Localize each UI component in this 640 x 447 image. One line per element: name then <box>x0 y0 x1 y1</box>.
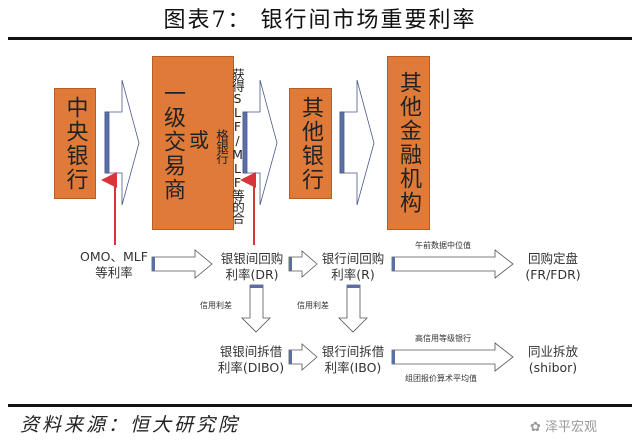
wechat-icon: ✿ <box>530 420 546 435</box>
high-credit-label: 高信用等级银行 <box>415 334 471 343</box>
omo-line1: OMO、MLF <box>80 249 148 264</box>
central-bank-box: 中央银行 <box>54 88 96 199</box>
arrow-ibo-shibor <box>391 342 514 372</box>
shibor-line2: (shibor) <box>528 360 578 375</box>
arrow-dr-dibo <box>241 284 271 333</box>
credit-spread-label-1: 信用利差 <box>200 301 232 310</box>
arrow-r-ibo <box>338 284 368 333</box>
top-rule <box>8 37 632 40</box>
primary-dealer-label: 一级交易商 <box>160 82 185 202</box>
dr-rate: 银银间回购利率(DR) <box>214 251 290 283</box>
block-arrow-2 <box>242 79 278 206</box>
logo-text: 泽平宏观 <box>545 420 598 435</box>
watermark-logo: ✿ 泽平宏观 <box>530 416 597 435</box>
source-note: 资料来源：恒大研究院 <box>20 414 241 436</box>
or-label: 或 <box>189 128 211 152</box>
dr-line1: 银银间回购 <box>220 251 284 266</box>
fr-line2: (FR/FDR) <box>525 267 581 282</box>
dibo-rate: 银银间拆借利率(DIBO) <box>212 344 290 376</box>
shibor-line1: 同业拆放 <box>527 344 578 359</box>
other-banks-box: 其他银行 <box>289 88 332 199</box>
median-label: 午前数据中位值 <box>415 241 471 250</box>
r-line1: 银行间回购 <box>321 251 385 266</box>
fr-line1: 回购定盘 <box>527 251 578 266</box>
r-line2: 利率(R) <box>331 267 375 282</box>
other-banks-label: 其他银行 <box>298 95 323 192</box>
block-arrow-1 <box>104 79 140 206</box>
fr-rate: 回购定盘(FR/FDR) <box>515 251 591 283</box>
dr-line2: 利率(DR) <box>225 267 279 282</box>
other-fi-box: 其他金融机构 <box>387 56 430 230</box>
primary-dealer-box: 一级交易商 或 获得SLF/MLF等的合格银行 <box>152 56 245 230</box>
arrow-dr-r <box>288 250 318 278</box>
ibo-rate: 银行间拆借利率(IBO) <box>315 344 391 376</box>
omo-line2: 等利率 <box>95 265 133 280</box>
qualified-bank-label: 获得SLF/MLF等的合格银行 <box>214 68 245 224</box>
dibo-line1: 银银间拆借 <box>219 344 283 359</box>
r-rate: 银行间回购利率(R) <box>315 251 391 283</box>
bottom-rule <box>8 404 632 407</box>
arrow-dibo-ibo <box>288 343 318 371</box>
figure-title: 图表7： 银行间市场重要利率 <box>163 8 477 33</box>
other-fi-label: 其他金融机构 <box>396 71 421 215</box>
central-bank-label: 中央银行 <box>62 95 88 192</box>
ibo-line2: 利率(IBO) <box>324 360 382 375</box>
dibo-line2: 利率(DIBO) <box>217 360 285 375</box>
credit-spread-label-2: 信用利差 <box>297 301 329 310</box>
block-arrow-3 <box>339 79 375 206</box>
average-label: 组团报价算术平均值 <box>405 374 477 383</box>
ibo-line1: 银行间拆借 <box>321 344 385 359</box>
arrow-r-fr <box>391 249 514 279</box>
shibor-rate: 同业拆放(shibor) <box>515 344 591 376</box>
arrow-omo-dr <box>151 249 213 279</box>
